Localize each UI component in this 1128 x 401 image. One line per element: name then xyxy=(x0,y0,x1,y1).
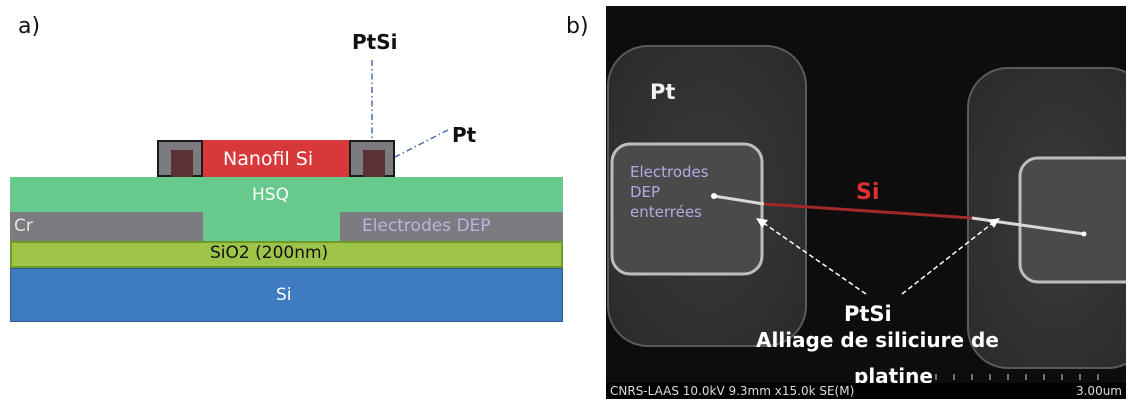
panel-a-label: a) xyxy=(18,14,41,39)
panel-b-label: b) xyxy=(566,14,589,39)
right-contact-dot xyxy=(1081,231,1087,237)
hsq-gap-fill xyxy=(203,212,340,241)
left-contact-dot xyxy=(711,193,717,199)
ptsi-arrowhead-right xyxy=(988,218,1000,228)
nanofil-label: Nanofil Si xyxy=(223,148,314,170)
sem-electrodes-line2: DEP xyxy=(630,183,661,201)
sem-electrodes-label: Electrodes DEP enterrées xyxy=(630,162,709,222)
cr-electrode-layer xyxy=(10,212,203,241)
ptsi-arrow-right xyxy=(901,221,995,295)
si-substrate-layer xyxy=(10,268,563,322)
sem-scale-label: 3.00um xyxy=(1075,384,1122,398)
sio2-layer xyxy=(10,241,563,268)
ptsi-arrowhead-left xyxy=(756,218,768,228)
scale-bar xyxy=(935,374,1099,380)
ptsi-arrow-left xyxy=(761,221,867,295)
right-buried-electrode xyxy=(1018,156,1126,284)
left-ptsi-contact xyxy=(171,150,193,177)
sem-micrograph: Pt Si Electrodes DEP enterrées PtSi Alli… xyxy=(606,6,1126,399)
si-label: Si xyxy=(276,285,292,305)
left-pt-contact xyxy=(157,140,203,177)
nanowire-left-silicide xyxy=(713,194,765,206)
sem-electrodes-line3: enterrées xyxy=(630,203,702,221)
ptsi-annotation: PtSi xyxy=(352,30,398,54)
hsq-layer xyxy=(10,177,563,212)
sem-si-label: Si xyxy=(856,180,880,205)
annotation-leader-lines xyxy=(371,60,449,159)
nanowire-si-segment xyxy=(763,202,973,220)
sem-image-drawing xyxy=(607,45,1126,380)
si-nanowire xyxy=(200,140,350,177)
cr-label: Cr xyxy=(14,216,33,236)
right-ptsi-contact xyxy=(363,150,385,177)
pt-leader-line xyxy=(392,129,449,159)
pt-annotation: Pt xyxy=(452,123,477,147)
dep-electrode-layer xyxy=(340,212,563,241)
sem-info-left: CNRS-LAAS 10.0kV 9.3mm x15.0k SE(M) xyxy=(610,384,855,398)
sem-alliage-line1: Alliage de siliciure de xyxy=(756,328,999,352)
right-pt-contact xyxy=(349,140,395,177)
sem-ptsi-label: PtSi xyxy=(844,302,892,326)
left-buried-electrode xyxy=(610,142,764,276)
sem-electrodes-line1: Electrodes xyxy=(630,163,709,181)
hsq-label: HSQ xyxy=(252,185,289,205)
sem-pt-label: Pt xyxy=(650,80,676,104)
sio2-label: SiO2 (200nm) xyxy=(210,243,329,263)
electrodes-dep-label: Electrodes DEP xyxy=(362,216,491,236)
sem-info-bar xyxy=(606,383,1126,399)
